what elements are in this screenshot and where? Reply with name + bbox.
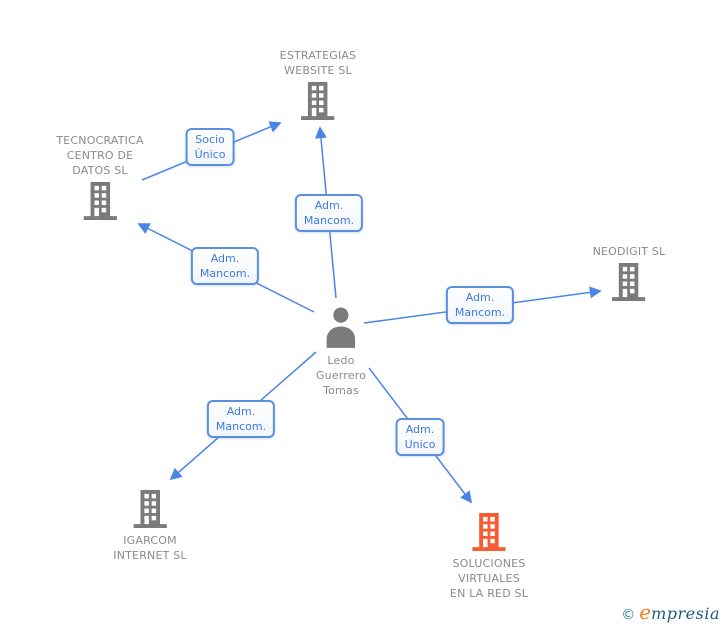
edge-label-socio-unico: Socio Único: [185, 128, 235, 166]
building-icon: [612, 263, 646, 302]
company-name-line: NEODIGIT SL: [592, 245, 666, 258]
edge-label-line: Socio: [195, 133, 225, 146]
copyright-symbol: ©: [621, 607, 636, 623]
building-icon: [133, 490, 167, 529]
company-name-line: TECNOCRATICA: [56, 134, 144, 147]
building-icon: [83, 182, 117, 221]
brand-rest: mpresia: [651, 604, 720, 623]
company-name: IGARCOM INTERNET SL: [113, 533, 187, 563]
person-name: Ledo Guerrero Tomas: [316, 353, 366, 398]
brand-initial: e: [639, 600, 652, 624]
person-name-line: Tomas: [323, 384, 359, 397]
edge-label-adm-mancom-right: Adm. Mancom.: [445, 286, 515, 324]
company-node-tecnocratica[interactable]: TECNOCRATICA CENTRO DE DATOS SL: [56, 133, 143, 221]
company-name: NEODIGIT SL: [593, 244, 666, 259]
company-node-estrategias-website[interactable]: ESTRATEGIAS WEBSITE SL: [280, 48, 357, 121]
person-node-ledo-guerrero-tomas[interactable]: Ledo Guerrero Tomas: [316, 305, 366, 398]
edge-label-line: Adm.: [210, 252, 240, 265]
edge-label-line: Unico: [404, 438, 436, 451]
building-icon: [472, 513, 506, 552]
company-node-neodigit[interactable]: NEODIGIT SL: [593, 244, 666, 302]
edge-label-adm-mancom-bottom-left: Adm. Mancom.: [206, 400, 276, 438]
edge-label-line: Mancom.: [215, 420, 267, 433]
company-name-line: SOLUCIONES: [452, 557, 526, 570]
person-name-line: Guerrero: [315, 369, 367, 382]
edge-label-line: Adm.: [226, 405, 256, 418]
edge-label-adm-mancom-left: Adm. Mancom.: [190, 247, 260, 285]
person-name-line: Ledo: [327, 354, 355, 367]
edge-label-line: Único: [194, 148, 226, 161]
company-name-line: DATOS SL: [72, 164, 128, 177]
company-name-line: CENTRO DE: [66, 149, 134, 162]
company-name-line: VIRTUALES: [458, 572, 520, 585]
company-name-line: WEBSITE SL: [284, 64, 352, 77]
edge-label-adm-unico: Adm. Unico: [395, 418, 445, 456]
edge-label-line: Adm.: [405, 423, 435, 436]
company-name-line: EN LA RED SL: [449, 587, 529, 600]
company-node-igarcom[interactable]: IGARCOM INTERNET SL: [113, 490, 187, 563]
company-node-soluciones-virtuales[interactable]: SOLUCIONES VIRTUALES EN LA RED SL: [450, 513, 528, 601]
brand-wordmark: empresia: [639, 600, 720, 624]
empresia-logo[interactable]: © empresia: [621, 600, 720, 624]
company-name-line: IGARCOM: [123, 534, 177, 547]
edge-label-line: Mancom.: [199, 267, 251, 280]
person-icon: [326, 307, 356, 348]
building-icon: [301, 82, 335, 121]
company-name: ESTRATEGIAS WEBSITE SL: [280, 48, 357, 78]
company-name-line: INTERNET SL: [113, 549, 187, 562]
edge-label-line: Adm.: [314, 199, 344, 212]
company-name: TECNOCRATICA CENTRO DE DATOS SL: [56, 133, 143, 178]
company-name: SOLUCIONES VIRTUALES EN LA RED SL: [450, 556, 528, 601]
edge-label-adm-mancom-top: Adm. Mancom.: [294, 194, 364, 232]
edge-label-line: Adm.: [465, 291, 495, 304]
company-name-line: ESTRATEGIAS: [279, 49, 357, 62]
edge-label-line: Mancom.: [454, 306, 506, 319]
edge-label-line: Mancom.: [303, 214, 355, 227]
